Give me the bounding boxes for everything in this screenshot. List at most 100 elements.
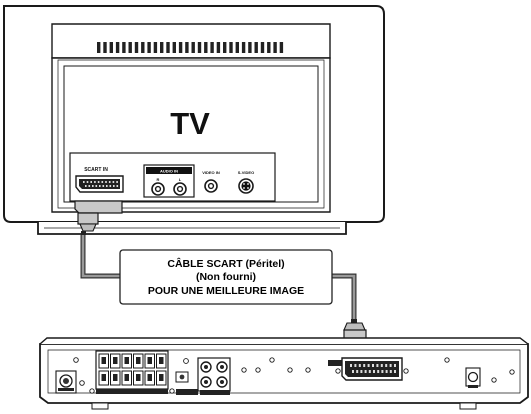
receiver-speaker-terminals [95,350,169,394]
scart-pin [86,181,89,183]
tv-audio-l-jack [173,182,187,196]
speaker-terminal-clip [113,374,118,381]
scart-pin [373,370,375,373]
cable-label-line1: CÂBLE SCART (Péritel) [167,257,284,270]
scart-pin [108,181,111,183]
vent-slat [128,42,132,53]
tv-scart-plug [74,200,123,235]
vent-slat [160,42,164,53]
vent-slat [103,42,107,53]
vent-slat [223,42,227,53]
scart-pin [116,181,118,183]
tv-scart-socket [75,175,124,193]
scart-pin [105,181,107,183]
vent-slat [273,42,277,53]
scart-pin [377,370,380,373]
scart-pin [102,185,105,187]
receiver-fm-jack [175,371,189,383]
vent-slat [109,42,113,53]
speaker-terminal-clip [159,357,164,364]
speaker-terminal-clip [136,374,141,381]
scart-pin [389,370,392,373]
scart-pin [97,181,100,183]
tv-audio-r-jack [151,182,165,196]
vent-slat [267,42,271,53]
receiver-jack-cluster [197,357,231,392]
vent-slat [235,42,239,53]
cable-label-line3: POUR UNE MEILLEURE IMAGE [148,285,304,297]
speaker-terminal-clip [147,357,152,364]
speaker-terminal-clip [101,357,106,364]
tv-label: TV [170,106,210,141]
vent-slat [229,42,233,53]
scart-pin [364,370,367,373]
speaker-terminal-clip [124,374,129,381]
scart-cable: CÂBLE SCART (Péritel) (Non fourni) POUR … [74,200,399,359]
scart-pin [385,364,388,367]
tv-audio-r-label: R [157,177,160,182]
receiver-antenna-block [55,370,77,394]
vent-slat [260,42,265,53]
scart-pin [372,364,374,367]
tv-svideo: S-VIDEO [238,170,254,194]
tv-back: TV SCART IN AUDIO IN R L [3,5,385,235]
tv-audio-l-label: L [179,177,182,182]
scart-pin [85,185,87,187]
scart-pin [368,370,371,373]
vent-slat [248,42,252,53]
scart-pin [90,181,92,183]
vent-slat [115,42,120,53]
scart-pin [99,185,101,187]
cable-label-box [119,249,333,305]
vent-slat [172,42,176,53]
scart-pin [95,185,98,187]
scart-pin [101,181,104,183]
speaker-terminal-clip [113,357,118,364]
tv-scart-label: SCART IN [84,167,108,173]
scart-pin [394,370,396,373]
scart-pin [113,185,115,187]
vent-slat [134,42,139,53]
speaker-terminal-clip [124,357,129,364]
tv-vent-grille [97,42,284,53]
speaker-terminal-clip [101,374,106,381]
scart-pin [94,181,96,183]
vent-slat [166,42,170,53]
scart-pin [356,370,359,373]
scart-pin [394,364,396,367]
vent-slat [141,42,145,53]
receiver-back [39,337,529,410]
tv-audio-in: AUDIO IN R L [143,164,195,198]
vent-slat [122,42,126,53]
tv-video-label: VIDEO IN [202,170,220,175]
scart-pin [380,364,383,367]
vent-slat [197,42,202,53]
vent-slat [241,42,246,53]
scart-pin [360,370,363,373]
tv-svideo-label: S-VIDEO [238,170,254,175]
scart-pin [385,370,388,373]
vent-slat [279,42,284,53]
scart-pin [106,185,108,187]
scart-pin [367,364,370,367]
scart-pin [389,364,392,367]
receiver-hdmi-port [176,389,198,395]
scart-pin [83,181,85,183]
scart-pin [381,370,384,373]
scart-pin [354,364,357,367]
vent-slat [210,42,214,53]
vent-slat [204,42,208,53]
scart-pin [358,364,361,367]
scart-pin [350,364,352,367]
vent-slat [185,42,189,53]
cable-label-line2: (Non fourni) [196,271,256,283]
speaker-terminal-clip [136,357,141,364]
vent-slat [97,42,101,53]
vent-slat [153,42,158,53]
scart-pin [352,370,354,373]
vent-slat [254,42,258,53]
scart-pin [376,364,379,367]
scart-pin [92,185,94,187]
tv-audio-in-label: AUDIO IN [160,169,178,174]
vent-slat [147,42,151,53]
